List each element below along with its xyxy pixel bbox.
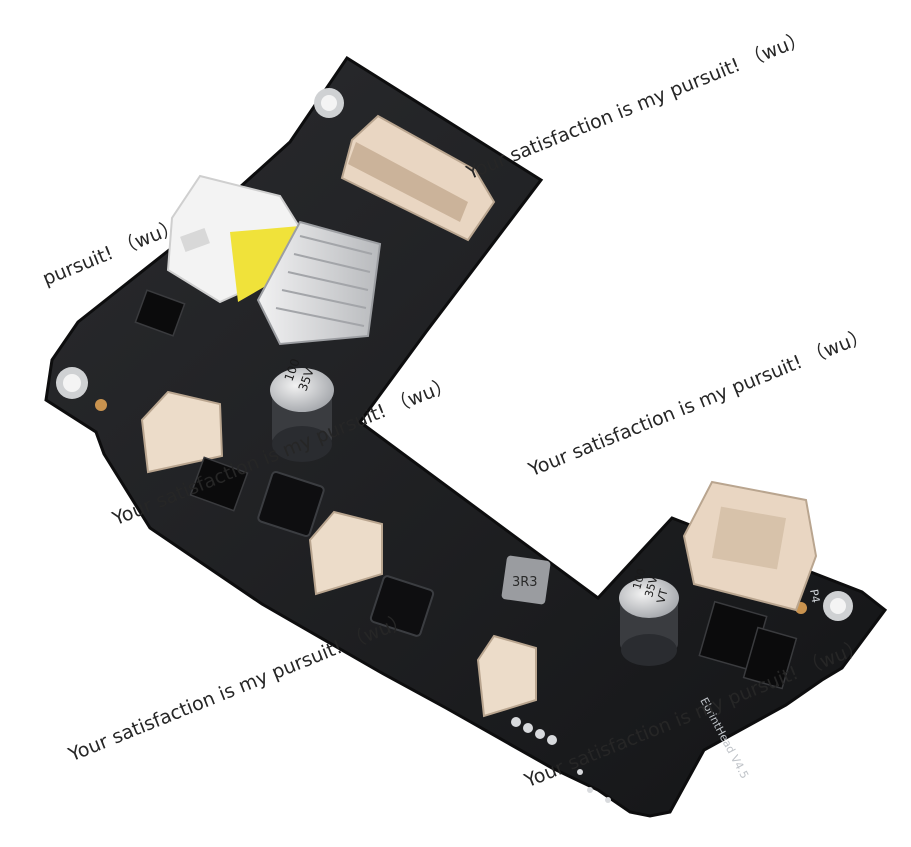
- connector-label: P4: [807, 588, 822, 604]
- black-switches: [257, 470, 435, 637]
- heatsink: [256, 220, 382, 346]
- capacitor-2-voltage: 35V: [642, 574, 660, 599]
- top-connector: [340, 114, 496, 242]
- inductor-label: 3R3: [512, 575, 538, 590]
- chips: [134, 289, 798, 690]
- inductor: 3R3: [501, 555, 551, 605]
- white-connector: [166, 174, 302, 304]
- capacitor-1: 100 35V: [270, 357, 334, 462]
- capacitor-2: 100 35V VT: [619, 567, 679, 666]
- right-connector: P4: [682, 480, 822, 612]
- small-connectors: [140, 390, 537, 718]
- capacitor-2-value: 100: [630, 567, 648, 591]
- capacitor-2-series: VT: [654, 587, 670, 604]
- solder-pads: [511, 717, 611, 803]
